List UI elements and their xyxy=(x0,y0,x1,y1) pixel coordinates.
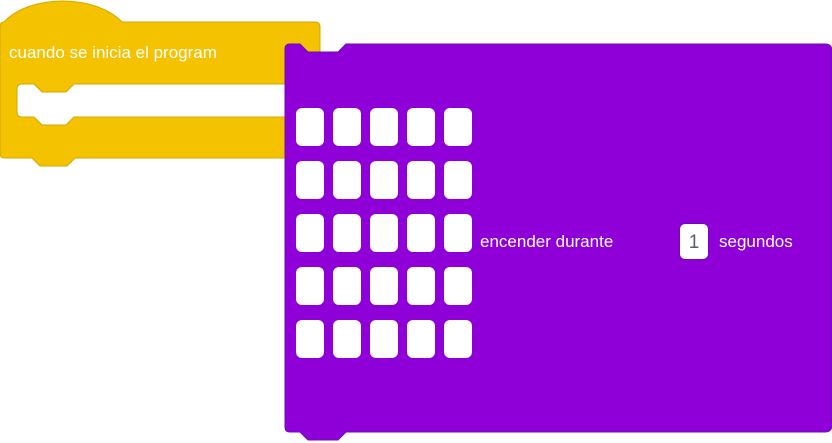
led-cell[interactable] xyxy=(296,161,324,199)
led-cell[interactable] xyxy=(444,267,472,305)
led-cell[interactable] xyxy=(296,214,324,252)
led-cell[interactable] xyxy=(296,108,324,146)
led-cell[interactable] xyxy=(407,267,435,305)
led-cell[interactable] xyxy=(407,108,435,146)
led-cell[interactable] xyxy=(370,267,398,305)
led-cell[interactable] xyxy=(333,108,361,146)
led-cell[interactable] xyxy=(407,161,435,199)
led-cell[interactable] xyxy=(370,161,398,199)
segundos-label: segundos xyxy=(719,232,793,251)
led-cell[interactable] xyxy=(370,214,398,252)
led-cell[interactable] xyxy=(444,108,472,146)
duration-input[interactable]: 1 xyxy=(679,223,709,260)
led-cell[interactable] xyxy=(444,214,472,252)
led-cell[interactable] xyxy=(370,320,398,358)
led-cell[interactable] xyxy=(444,161,472,199)
led-cell[interactable] xyxy=(407,214,435,252)
led-cell[interactable] xyxy=(370,108,398,146)
led-cell[interactable] xyxy=(333,214,361,252)
led-matrix xyxy=(296,108,472,358)
led-cell[interactable] xyxy=(333,161,361,199)
led-cell[interactable] xyxy=(333,320,361,358)
led-cell[interactable] xyxy=(296,267,324,305)
led-cell[interactable] xyxy=(296,320,324,358)
led-cell[interactable] xyxy=(444,320,472,358)
encender-durante-label: encender durante xyxy=(480,232,614,251)
start-hat-label: cuando se inicia el program xyxy=(9,43,217,62)
led-cell[interactable] xyxy=(407,320,435,358)
led-cell[interactable] xyxy=(333,267,361,305)
